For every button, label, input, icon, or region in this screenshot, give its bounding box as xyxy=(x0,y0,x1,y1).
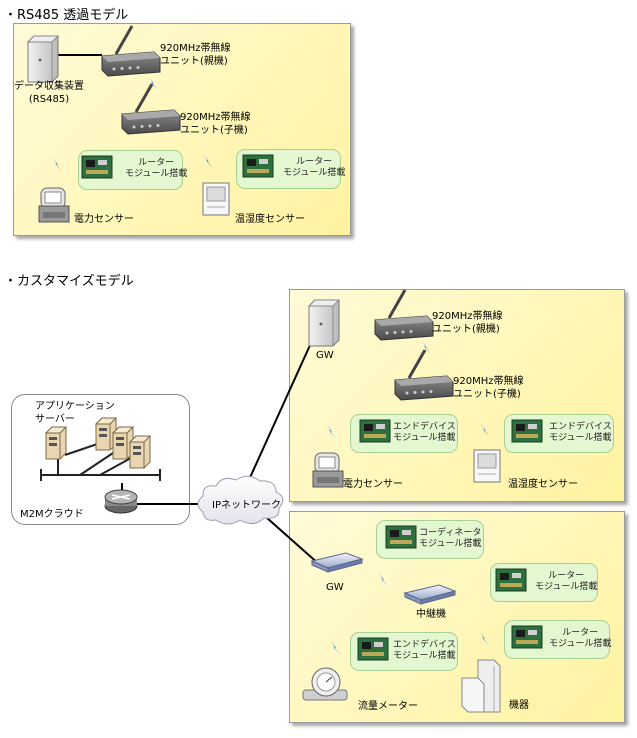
machine-icon xyxy=(461,659,501,713)
power-sensor-icon xyxy=(312,452,344,488)
parent-unit-label: 920MHz帯無線ユニット(親機) xyxy=(432,311,503,335)
pcb-module-icon xyxy=(357,637,389,661)
temp-humidity-sensor-icon xyxy=(473,449,501,483)
gw-server-icon xyxy=(308,299,340,347)
custom-section-title: ・カスタマイズモデル xyxy=(4,274,134,289)
device-label: 機器 xyxy=(509,700,529,711)
wireless-signal-icon xyxy=(326,424,336,438)
power-sensor-icon xyxy=(38,187,70,223)
wireless-signal-icon xyxy=(52,157,62,171)
relay-unit-icon xyxy=(404,584,456,605)
server-lan xyxy=(40,437,161,481)
wireless-signal-icon xyxy=(378,572,388,586)
power-sensor-label: 電力センサー xyxy=(74,214,134,225)
pcb-module-icon xyxy=(242,154,274,178)
radio-child-unit-icon xyxy=(120,82,182,136)
gw-label: GW xyxy=(316,350,334,361)
pcb-module-icon xyxy=(385,525,417,549)
parent-unit-label: 920MHz帯無線ユニット(親機) xyxy=(160,43,231,67)
pcb-module-icon xyxy=(511,625,543,649)
temp-humidity-sensor-icon xyxy=(202,182,230,216)
custom-top-panel xyxy=(289,289,625,502)
rs485-section-title: ・RS485 透過モデル xyxy=(4,8,129,23)
gw-gateway-icon xyxy=(311,552,363,573)
data-collector-icon xyxy=(27,35,59,83)
wireless-signal-icon xyxy=(203,154,213,168)
bubble-text: ルーターモジュール搭載 xyxy=(549,628,612,649)
child-unit-label: 920MHz帯無線ユニット(子機) xyxy=(453,376,524,400)
wireless-signal-icon xyxy=(479,631,489,645)
temp-sensor-label: 温湿度センサー xyxy=(235,214,305,225)
gw-label: GW xyxy=(326,582,344,593)
router-icon xyxy=(104,489,138,514)
bubble-text: エンドデバイスモジュール搭載 xyxy=(549,422,612,443)
end-device-module-bubble: エンドデバイスモジュール搭載 xyxy=(504,414,614,453)
rs485-panel xyxy=(13,23,351,236)
flow-meter-icon xyxy=(302,667,348,701)
bubble-text: ルーターモジュール搭載 xyxy=(535,571,598,592)
ip-network-cloud-icon xyxy=(197,475,284,525)
bubble-text: エンドデバイスモジュール搭載 xyxy=(393,640,456,661)
flow-meter-label: 流量メーター xyxy=(358,701,418,712)
server-icon xyxy=(129,435,151,469)
data-collector-label: データ収集装置(RS485) xyxy=(14,81,84,105)
radio-parent-unit-icon xyxy=(100,24,162,78)
bubble-text: ルーターモジュール搭載 xyxy=(125,158,188,179)
wireless-signal-icon xyxy=(330,640,340,654)
pcb-module-icon xyxy=(495,568,527,592)
wireless-signal-icon xyxy=(480,423,490,437)
pcb-module-icon xyxy=(511,419,543,443)
power-sensor-label: 電力センサー xyxy=(343,479,403,490)
pcb-module-icon xyxy=(81,155,113,179)
temp-sensor-label: 温湿度センサー xyxy=(508,479,578,490)
bubble-text: コーディネータモジュール搭載 xyxy=(419,528,482,549)
app-server-label: アプリケーションサーバー xyxy=(35,401,115,425)
m2m-cloud-label: M2Mクラウド xyxy=(20,509,84,520)
radio-child-unit-icon xyxy=(393,348,455,402)
server-icon xyxy=(45,426,67,460)
bubble-text: ルーターモジュール搭載 xyxy=(283,157,346,178)
radio-parent-unit-icon xyxy=(373,288,435,342)
relay-label: 中継機 xyxy=(416,609,446,620)
network-lines xyxy=(121,342,321,566)
child-unit-label: 920MHz帯無線ユニット(子機) xyxy=(180,112,251,136)
bubble-text: エンドデバイスモジュール搭載 xyxy=(393,422,456,443)
ip-network-label: IPネットワーク xyxy=(212,500,281,511)
pcb-module-icon xyxy=(359,419,391,443)
